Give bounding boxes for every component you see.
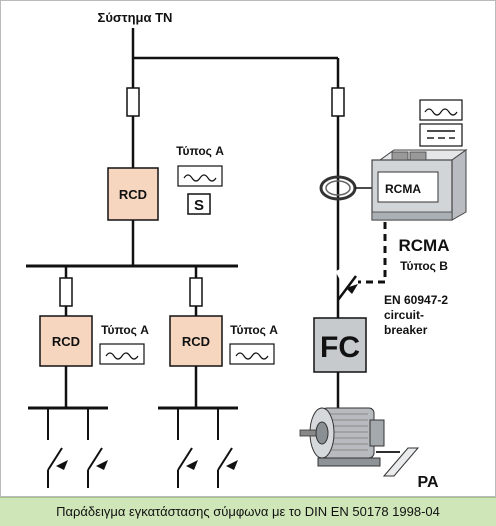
circuit-breaker-symbol	[335, 268, 358, 301]
waveform-icon	[105, 352, 139, 360]
rcd-main-type-label: Τύπος A	[176, 144, 224, 158]
caption: Παράδειγμα εγκατάστασης σύμφωνα με το DI…	[0, 497, 496, 526]
rcd-main-label: RCD	[119, 187, 147, 202]
rcma-device-label: RCMA	[385, 182, 421, 196]
rcma-dc-box	[419, 123, 463, 147]
waveform-icon	[235, 352, 269, 360]
rcd-sub-left	[39, 315, 93, 367]
rcd-sub-left-type-label: Τύπος A	[101, 323, 149, 337]
system-title: Σύστημα TN	[98, 10, 173, 25]
motor-icon	[299, 407, 385, 467]
fc-label: FC	[320, 331, 360, 364]
rcd-sub-right-label: RCD	[182, 334, 210, 349]
waveform-box-sub-right	[229, 343, 275, 365]
pa-label: PA	[417, 474, 438, 491]
rcd-sub-right-type-label: Τύπος A	[230, 323, 278, 337]
rcma-label: RCMA	[399, 236, 450, 255]
breaker-line3: breaker	[384, 323, 428, 337]
switch-group-right	[177, 408, 238, 488]
installation-diagram: Σύστημα TN RCD Τύπος A S RCD Τύπος A	[26, 10, 468, 491]
waveform-icon	[424, 108, 458, 116]
fuse-sub-right	[189, 277, 203, 307]
waveform-icon	[183, 174, 217, 182]
pa-rail	[382, 447, 420, 477]
waveform-box-main	[177, 165, 223, 187]
switch-group-left	[47, 408, 108, 488]
rcd-main	[107, 167, 159, 221]
breaker-line1: EN 60947-2	[384, 293, 448, 307]
s-box	[187, 193, 211, 215]
waveform-box-sub-left	[99, 343, 145, 365]
fuse-main-left	[126, 87, 140, 117]
breaker-line2: circuit-	[384, 308, 424, 322]
rcd-sub-left-label: RCD	[52, 334, 80, 349]
rcma-type-label: Τύπος B	[400, 259, 448, 273]
rcma-device	[371, 149, 468, 221]
s-label: S	[194, 197, 204, 214]
fuse-sub-left	[59, 277, 73, 307]
fuse-main-right	[331, 87, 345, 117]
frequency-converter	[313, 317, 367, 373]
rcd-sub-right	[169, 315, 223, 367]
rcma-trip-link	[358, 222, 387, 284]
